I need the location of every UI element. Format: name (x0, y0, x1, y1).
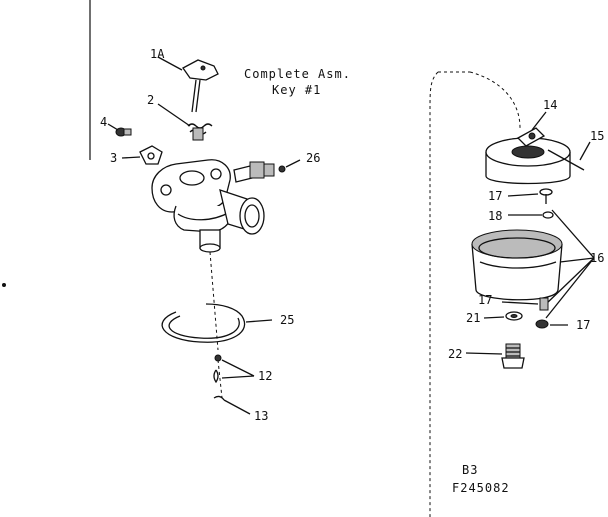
label-22: 22 (448, 347, 462, 361)
label-17-mid: 17 (478, 293, 492, 307)
leader-14 (531, 111, 547, 131)
label-15: 15 (590, 129, 604, 143)
part-2-spring (187, 123, 213, 141)
caption-line-2: Key #1 (272, 83, 321, 97)
leader-12a (221, 359, 255, 377)
leader-15 (579, 141, 591, 161)
leader-21 (483, 316, 505, 319)
label-26: 26 (306, 151, 320, 165)
part-15-float-pin (547, 149, 585, 171)
label-1a: 1A (150, 47, 165, 61)
part-17-screw-top (539, 188, 553, 204)
leader-1a (157, 56, 183, 71)
part-13-clip (213, 395, 225, 401)
leader-4 (107, 123, 119, 131)
caption-line-1: Complete Asm. (244, 67, 351, 81)
label-25: 25 (280, 313, 294, 327)
leader-2 (157, 103, 191, 127)
part-18-washer (542, 211, 554, 219)
leader-16c (545, 257, 595, 305)
label-16: 16 (590, 251, 604, 265)
body-axis-line (209, 251, 219, 351)
leader-22 (465, 352, 503, 355)
part-17-spring-mid (539, 297, 549, 311)
part-17-nut-right (535, 319, 549, 329)
leader-25 (245, 319, 273, 323)
part-carburetor-body (151, 159, 275, 253)
part-12-pin-and-clip (213, 354, 222, 384)
part-1a-throttle-lever (182, 59, 219, 113)
label-3: 3 (110, 151, 117, 165)
leader-17-top (507, 193, 539, 197)
leader-17-mid (501, 301, 539, 305)
label-4: 4 (100, 115, 107, 129)
leader-3 (121, 156, 141, 159)
leader-13 (223, 399, 251, 415)
float-bowl-group-bracket (429, 71, 439, 517)
part-3-gasket (139, 145, 163, 165)
part-4-screw (115, 127, 132, 137)
drawing-code-line-1: B3 (462, 463, 478, 477)
part-16-float-bowl (471, 229, 563, 301)
label-17-right: 17 (576, 318, 590, 332)
leader-26 (285, 159, 301, 168)
label-13: 13 (254, 409, 268, 423)
leader-16a (551, 209, 595, 259)
label-14: 14 (543, 98, 557, 112)
margin-dot (2, 283, 6, 287)
body-axis-line-lower (217, 359, 223, 399)
label-2: 2 (147, 93, 154, 107)
label-17-top: 17 (488, 189, 502, 203)
drawing-code-line-2: F245082 (452, 481, 510, 495)
label-21: 21 (466, 311, 480, 325)
float-connector (469, 71, 521, 129)
part-21-washer (505, 311, 523, 321)
leader-12b (221, 375, 255, 379)
leader-16d (545, 257, 595, 319)
label-12: 12 (258, 369, 272, 383)
part-22-bowl-screw (501, 343, 525, 369)
leader-16b (559, 257, 595, 263)
part-26-fitting (278, 165, 286, 173)
part-14-float (485, 127, 571, 185)
label-18: 18 (488, 209, 502, 223)
part-25-gasket-ring (161, 303, 246, 343)
